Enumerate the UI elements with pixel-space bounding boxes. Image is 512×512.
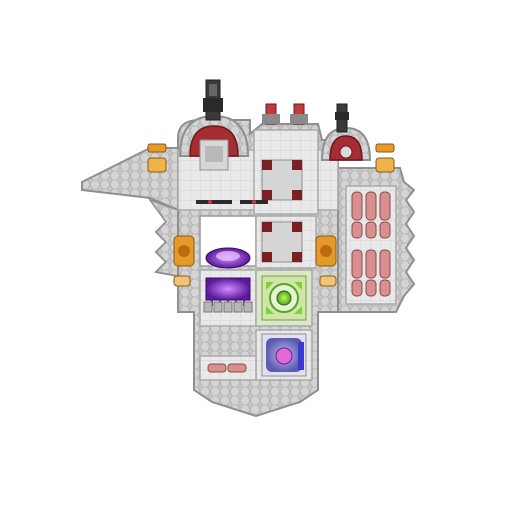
engine-thruster-icon: [375, 143, 395, 173]
cryo-pod-icon: [351, 191, 391, 297]
engine-thruster-icon: [173, 235, 195, 267]
crew-bench: [207, 363, 247, 373]
door-icon: [196, 200, 268, 204]
engine-thruster-icon: [147, 143, 167, 173]
oxygen-icon: [203, 277, 253, 313]
right-dome: [320, 126, 372, 161]
engine-thruster-icon: [315, 235, 337, 267]
weapon-turret-icon: [290, 103, 308, 125]
weapon-turret-icon: [262, 103, 280, 125]
weapon-turret-icon: [335, 103, 349, 133]
weapon-turret-icon: [203, 79, 223, 121]
left-dome: [178, 114, 250, 171]
reactor-core-icon: [261, 275, 307, 321]
medbay-icon: [261, 333, 307, 377]
piloting-icon: [261, 159, 303, 201]
sensors-icon: [261, 221, 303, 263]
shield-generator-icon: [205, 247, 251, 269]
docking-airlock-icon: [173, 275, 337, 287]
